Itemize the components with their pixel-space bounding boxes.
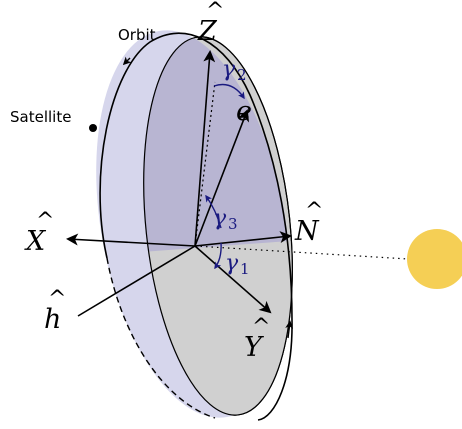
n-hat: ^ bbox=[305, 199, 323, 224]
sun bbox=[407, 229, 462, 289]
y-hat: ^ bbox=[252, 315, 270, 340]
orbit-label: Orbit bbox=[118, 26, 156, 44]
z-axis-label: Z bbox=[197, 16, 218, 47]
h-hat: ^ bbox=[48, 287, 66, 312]
y-axis-label: Y bbox=[244, 332, 264, 363]
y-axis bbox=[194, 245, 272, 314]
z-axis bbox=[194, 50, 216, 247]
gamma2-arc bbox=[213, 83, 245, 100]
n-axis bbox=[194, 231, 292, 247]
x-axis-label: X bbox=[24, 226, 47, 257]
satellite-label: Satellite bbox=[10, 108, 71, 126]
orbit-arrow-top bbox=[122, 56, 132, 66]
e-vector-label: e bbox=[236, 96, 252, 127]
gamma2-subscript: 2 bbox=[237, 66, 247, 84]
gamma3-subscript: 3 bbox=[228, 215, 238, 233]
gamma1-symbol: γ bbox=[225, 251, 239, 276]
gamma1-arc bbox=[214, 242, 222, 270]
h-axis-label: h bbox=[44, 304, 61, 335]
n-axis-label: N bbox=[294, 216, 320, 247]
gamma3-arc bbox=[205, 194, 222, 229]
gamma1-subscript: 1 bbox=[240, 260, 250, 278]
gamma3-symbol: γ bbox=[213, 206, 227, 231]
e-vector bbox=[194, 109, 250, 247]
gamma2-symbol: γ bbox=[222, 57, 236, 82]
orbit-path-hidden bbox=[106, 257, 216, 419]
x-axis bbox=[66, 233, 196, 247]
orbit-arrow-right bbox=[285, 320, 294, 339]
z-hat: ^ bbox=[206, 0, 224, 24]
orbit-path-front bbox=[99, 32, 293, 421]
h-axis bbox=[77, 245, 196, 317]
satellite-dot bbox=[89, 124, 97, 132]
x-hat: ^ bbox=[36, 209, 54, 234]
